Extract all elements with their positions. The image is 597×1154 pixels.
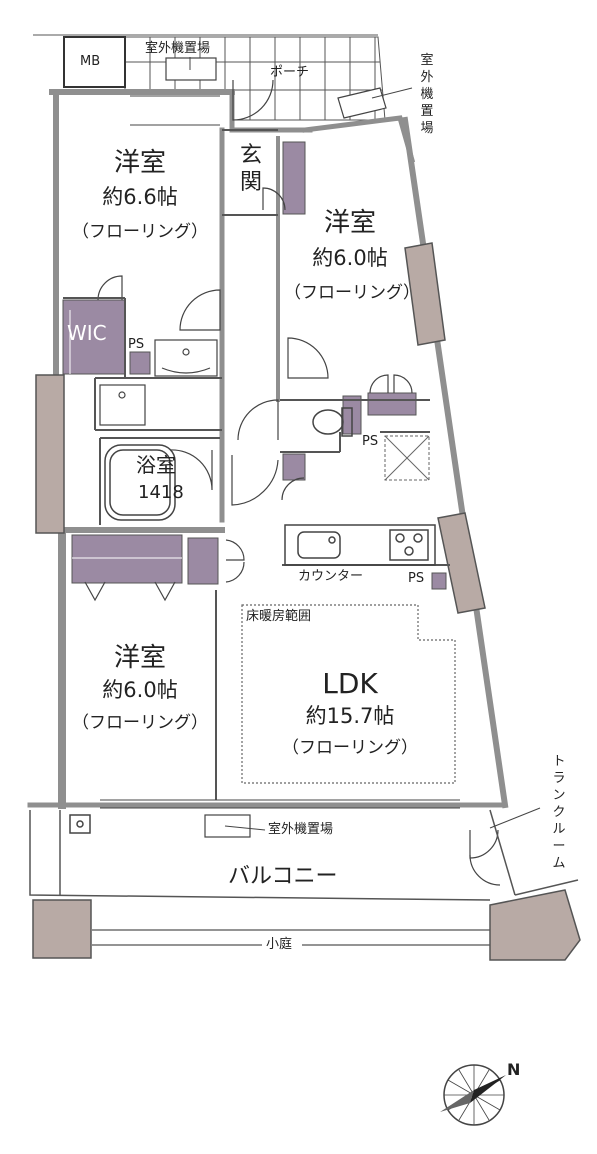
entrance-label-2: 関 — [240, 170, 263, 195]
floor-heating-area — [241, 604, 456, 784]
ps-label-1: PS — [128, 337, 145, 352]
balcony-label: バルコニー — [228, 864, 338, 889]
wic-label: WIC — [67, 321, 107, 345]
entrance-label-1: 玄 — [240, 143, 263, 168]
bathtub — [104, 444, 176, 521]
mb-label: MB — [80, 54, 101, 69]
trunk-room-label: トランクルーム — [552, 754, 566, 871]
western3-name: 洋室 — [113, 643, 167, 673]
outdoor-unit-right-label: 室外機置場 — [420, 53, 434, 136]
ldk-floor: （フローリング） — [282, 738, 418, 758]
exterior-walls — [27, 89, 509, 809]
windows — [100, 95, 460, 809]
ps-label-3: PS — [408, 571, 425, 586]
leader-lines — [189, 57, 541, 831]
western2-floor: （フローリング） — [284, 283, 420, 303]
porch-label: ポーチ — [270, 65, 310, 80]
outdoor-unit-top-label: 室外機置場 — [145, 41, 211, 56]
western3-size: 約6.0帖 — [102, 678, 178, 702]
western3-floor: （フローリング） — [72, 713, 208, 733]
rail-lines — [69, 310, 182, 559]
kitchen-counter — [284, 524, 436, 566]
door-swings — [84, 79, 501, 886]
western1-size: 約6.6帖 — [102, 185, 178, 209]
garden-label: 小庭 — [266, 937, 293, 952]
mb-box — [63, 36, 126, 88]
north-label: N — [507, 1060, 521, 1079]
bath-code: 1418 — [138, 482, 184, 503]
pillars — [32, 242, 581, 961]
ldk-name: LDK — [322, 667, 378, 700]
floor-heating-label: 床暖房範囲 — [246, 609, 312, 624]
toilet — [312, 407, 353, 437]
ps-label-2: PS — [362, 434, 379, 449]
western2-size: 約6.0帖 — [312, 246, 388, 270]
faucet — [69, 814, 91, 834]
western1-name: 洋室 — [113, 148, 167, 178]
washbasin — [154, 339, 218, 377]
garden-line — [92, 929, 490, 946]
western1-floor: （フローリング） — [72, 222, 208, 242]
storage-areas — [62, 141, 447, 590]
compass-icon — [440, 1064, 506, 1126]
balcony — [29, 809, 579, 901]
ldk-size: 約15.7帖 — [305, 704, 395, 728]
ps-shaft — [384, 435, 430, 481]
counter-label: カウンター — [298, 569, 364, 584]
western2-name: 洋室 — [323, 208, 377, 238]
bath-name: 浴室 — [136, 453, 176, 477]
washer-pan — [99, 384, 146, 426]
outdoor-unit-boxes — [165, 57, 387, 838]
outdoor-unit-bottom-label: 室外機置場 — [268, 822, 334, 837]
